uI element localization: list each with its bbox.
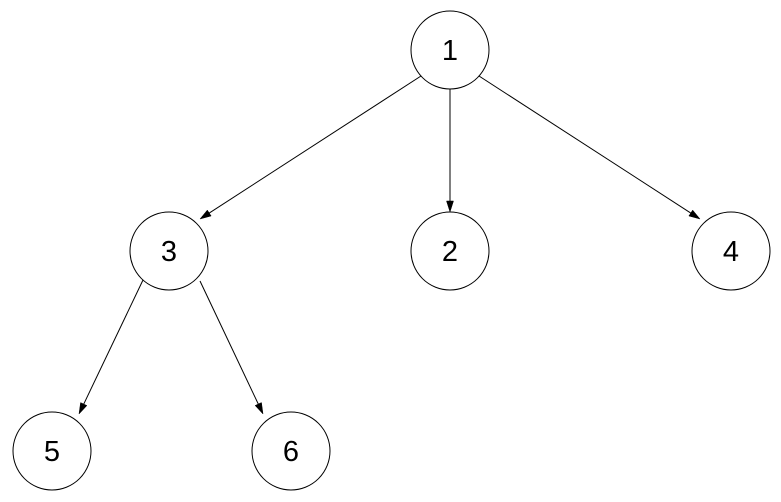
- edge-line: [478, 75, 694, 216]
- edges-layer: [78, 75, 701, 415]
- node-label: 5: [44, 436, 60, 468]
- node-circle: [410, 211, 490, 291]
- graph-edge-1-3[interactable]: [199, 75, 422, 220]
- graph-node-3[interactable]: 3: [129, 211, 209, 291]
- arrowhead-icon: [199, 209, 212, 220]
- graph-edge-1-2[interactable]: [446, 89, 454, 213]
- nodes-layer: 1 3 2 4 5 6: [12, 10, 771, 491]
- graph-edge-1-4[interactable]: [478, 75, 701, 220]
- graph-node-1[interactable]: 1: [410, 10, 490, 90]
- graph-node-2[interactable]: 2: [410, 211, 490, 291]
- node-circle: [691, 211, 771, 291]
- node-circle: [12, 411, 92, 491]
- graph-node-4[interactable]: 4: [691, 211, 771, 291]
- node-label: 1: [442, 35, 458, 67]
- node-circle: [410, 10, 490, 90]
- node-label: 2: [442, 236, 458, 268]
- graph-edge-3-5[interactable]: [78, 279, 144, 415]
- graph-edge-3-6[interactable]: [199, 280, 264, 415]
- node-label: 6: [283, 436, 299, 468]
- arrowhead-icon: [446, 200, 454, 213]
- node-circle: [129, 211, 209, 291]
- edge-line: [199, 280, 261, 407]
- arrowhead-icon: [688, 209, 701, 220]
- arrowhead-icon: [78, 402, 88, 415]
- node-label: 3: [161, 236, 177, 268]
- node-label: 4: [723, 236, 739, 268]
- edge-line: [81, 279, 144, 407]
- graph-node-5[interactable]: 5: [12, 411, 92, 491]
- arrowhead-icon: [254, 402, 264, 415]
- edge-line: [206, 75, 422, 216]
- graph-node-6[interactable]: 6: [251, 411, 331, 491]
- node-circle: [251, 411, 331, 491]
